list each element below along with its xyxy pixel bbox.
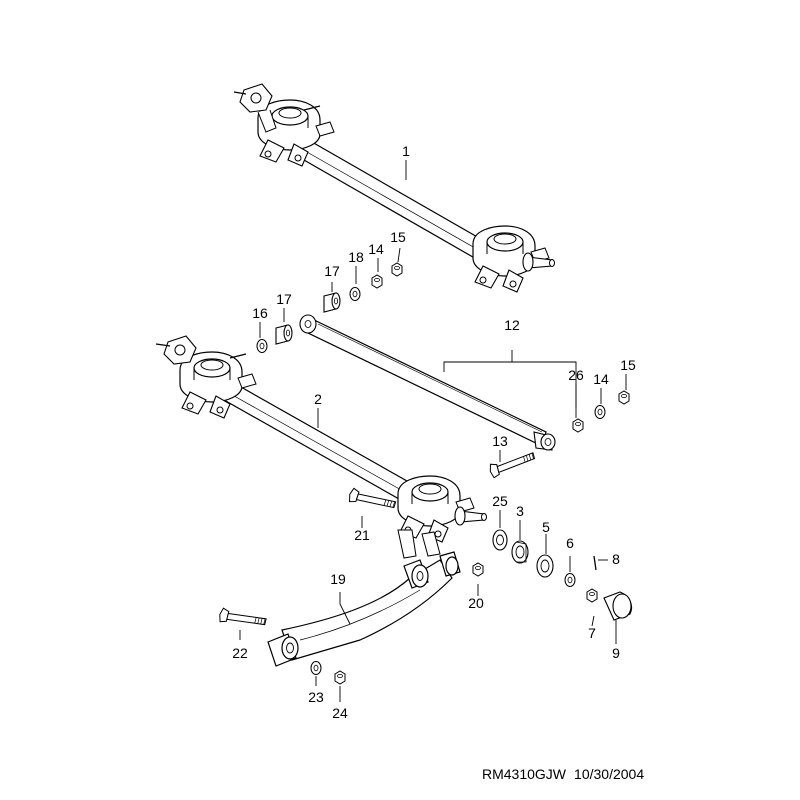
callout-15-right: 15 <box>620 357 636 373</box>
callout-17-left: 17 <box>276 291 292 307</box>
callout-23: 23 <box>308 689 324 705</box>
lower-axle-beam <box>155 335 488 559</box>
footer-caption: RM4310GJW 10/30/2004 <box>482 766 652 782</box>
trailing-arm <box>267 551 461 667</box>
upper-axle-beam <box>233 83 556 293</box>
callouts: 1 2 3 5 6 7 8 9 12 13 14 14 15 15 16 17 … <box>232 143 636 721</box>
callout-13: 13 <box>492 433 508 449</box>
callout-12: 12 <box>504 317 520 333</box>
callout-6: 6 <box>566 535 574 551</box>
callout-22: 22 <box>232 645 248 661</box>
leader-lines <box>239 160 627 702</box>
callout-14-right: 14 <box>593 371 609 387</box>
callout-21: 21 <box>354 527 370 543</box>
callout-26: 26 <box>568 367 584 383</box>
callout-20: 20 <box>468 595 484 611</box>
callout-24: 24 <box>332 705 348 721</box>
callout-15-top: 15 <box>390 229 406 245</box>
callout-1: 1 <box>402 143 410 159</box>
callout-2: 2 <box>314 391 322 407</box>
callout-16: 16 <box>252 305 268 321</box>
drawing-code: RM4310GJW <box>482 766 567 782</box>
drawing-date: 10/30/2004 <box>574 766 645 782</box>
hardware <box>217 262 633 685</box>
callout-18: 18 <box>348 249 364 265</box>
callout-25: 25 <box>492 493 508 509</box>
callout-3: 3 <box>516 503 524 519</box>
callout-5: 5 <box>542 519 550 535</box>
tie-rod <box>299 314 556 451</box>
callout-7: 7 <box>588 625 596 641</box>
callout-8: 8 <box>612 551 620 567</box>
callout-14-top: 14 <box>368 241 384 257</box>
callout-19: 19 <box>330 571 346 587</box>
callout-17-top: 17 <box>324 263 340 279</box>
callout-9: 9 <box>612 645 620 661</box>
